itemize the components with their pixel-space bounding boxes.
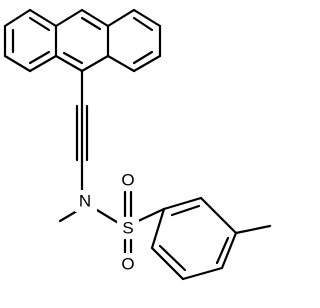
bond (28, 8, 58, 28)
oxygen-top-label: O (121, 171, 134, 190)
bond (3, 54, 32, 73)
chemical-structure: N S O O (3, 8, 272, 281)
bond (150, 246, 185, 281)
toluene-ring (150, 196, 238, 281)
bond (132, 50, 154, 65)
bond (54, 8, 84, 28)
bond (28, 16, 51, 32)
sulfonyl-group (123, 190, 166, 256)
bond (28, 54, 58, 73)
bond (170, 204, 201, 217)
bond (80, 8, 110, 28)
atom-sulfur: S (117, 217, 139, 239)
nitrogen-label: N (79, 192, 91, 211)
bond (150, 207, 166, 250)
bond (215, 236, 230, 265)
bond (80, 16, 102, 31)
bond (199, 196, 238, 235)
bond (132, 54, 162, 73)
s-aryl-bond (134, 207, 166, 224)
atom-nitrogen: N (75, 190, 97, 212)
bond (80, 54, 110, 73)
bond (28, 50, 51, 65)
bond (54, 54, 84, 73)
bond (220, 231, 238, 270)
bond (106, 8, 136, 28)
anthracene-rings (3, 8, 162, 73)
alkyne-linker (75, 69, 89, 194)
bond (158, 244, 187, 272)
bond (62, 51, 84, 65)
bond (132, 8, 162, 28)
bond (106, 54, 136, 73)
bond (132, 16, 154, 32)
sulfur-label: S (122, 219, 133, 238)
bond (162, 196, 203, 211)
bond (3, 8, 32, 28)
para-methyl-bond (234, 224, 272, 235)
bond (181, 266, 224, 281)
atom-oxygen-bottom: O (117, 253, 139, 275)
oxygen-bottom-label: O (121, 255, 134, 274)
atom-oxygen-top: O (117, 169, 139, 191)
